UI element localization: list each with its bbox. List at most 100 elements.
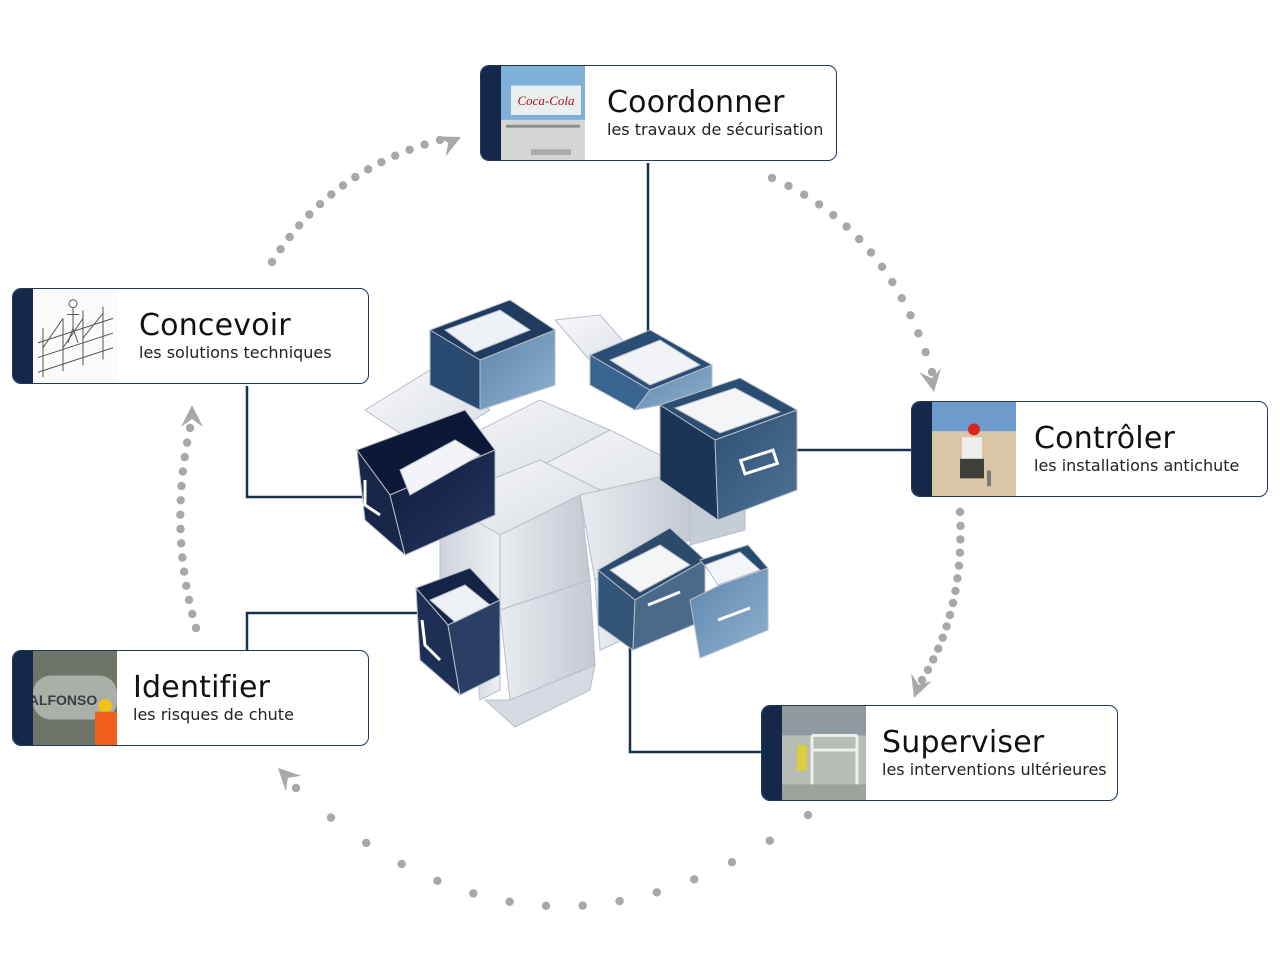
arrow-dot [955,548,965,557]
arrow-dot [803,810,813,820]
controler-photo [932,402,1016,496]
arrow-dot [188,609,197,619]
arrow-dot [923,665,933,675]
arrow-dot [276,245,285,254]
superviser-photo [782,706,866,800]
arrow-dot [180,452,189,462]
arrow-dot [945,610,955,620]
drawer-files [609,544,691,593]
arrow-dot [727,858,737,867]
arrow-dot [956,521,965,531]
drawer-files [443,309,532,353]
arrow-dot [855,234,864,244]
drawer-files [704,551,761,586]
arrow-dot [953,574,962,583]
step-title: Coordonner [607,85,785,120]
arrow-dot [877,262,887,271]
arrow-dot [420,140,429,149]
step-title: Superviser [882,725,1045,760]
arrow-dot [178,467,188,476]
arrow-dot [888,277,897,287]
arrow-coordonner-to-controler [767,173,942,392]
arrow-dot [177,481,186,491]
arrow-dot [295,221,304,230]
arrow-dot [934,644,943,653]
arrowhead-icon [181,405,203,427]
concevoir-drawing [33,289,117,383]
card-accent-strip [13,289,33,383]
drawer-handle [363,480,381,517]
drawer-files [399,439,481,496]
coca-cola-sign: Coca-Cola [517,94,574,108]
drawer-files [608,339,702,386]
card-accent-strip [13,651,33,745]
arrow-dot [767,173,777,183]
arrow-dot [177,539,186,548]
drawer-files [429,584,491,623]
arrow-dot [315,200,325,209]
step-card-concevoir: Concevoir les solutions techniques [12,288,369,384]
arrow-dot [578,901,587,910]
drawer [714,409,798,521]
arrow-dot [469,889,478,898]
arrow-dot [405,145,414,154]
card-accent-strip [912,402,932,496]
arrow-dot [906,311,915,320]
arrow-dot [942,622,951,631]
arrow-dot [914,329,923,338]
arrow-dot [690,875,699,884]
drawer-cube [356,299,799,728]
drawer-handle [717,606,751,622]
arrow-dot [185,423,195,433]
step-title: Contrôler [1034,421,1176,456]
arrow-dot [179,567,189,576]
arrow-dot [917,675,927,685]
arrow-dot [615,896,624,906]
coordonner-photo: Coca-Cola [501,66,585,160]
arrow-dot [176,510,185,519]
arrow-identifier-to-concevoir [176,405,203,633]
arrow-dot [956,535,965,544]
connector-concevoir [245,386,368,499]
arrow-concevoir-to-coordonner [267,135,461,267]
arrow-dot [362,838,371,848]
arrow-dot [327,190,336,199]
arrowhead-icon [436,136,461,157]
cycle-arrows [176,135,965,910]
step-subtitle: les risques de chute [133,705,294,724]
step-card-identifier: ALFONSO Identifier les risques de chute [12,650,369,746]
step-subtitle: les solutions techniques [139,343,332,362]
arrow-dot [397,859,406,869]
arrow-dot [951,586,960,596]
arrow-dot [955,507,965,517]
arrow-dot [305,210,314,219]
arrow-dot [176,496,185,505]
arrow-dot [784,181,793,191]
arrow-dot [326,813,336,822]
arrow-dot [842,222,851,231]
arrow-controler-to-superviser [911,507,965,698]
cube-block [483,664,596,728]
arrow-dot [291,783,301,793]
card-accent-strip [481,66,501,160]
drawer [689,567,769,659]
arrow-dot [351,172,360,182]
arrow-dot [948,598,958,608]
step-title: Identifier [133,670,271,705]
drawer [479,329,556,411]
arrow-dot [800,190,809,199]
arrow-dot [363,165,373,174]
arrow-dot [182,438,192,447]
arrow-dot [938,633,947,642]
connector-lines [245,163,912,754]
arrow-dot [267,257,277,267]
arrow-dot [929,655,938,664]
arrow-dot [921,348,930,357]
arrowhead-icon [919,368,942,392]
arrow-dot [829,210,838,220]
arrow-dot [377,158,386,167]
drawer-handle [647,590,681,607]
arrow-dot [505,897,514,906]
arrow-dot [338,181,348,190]
arrow-dot [866,248,876,257]
